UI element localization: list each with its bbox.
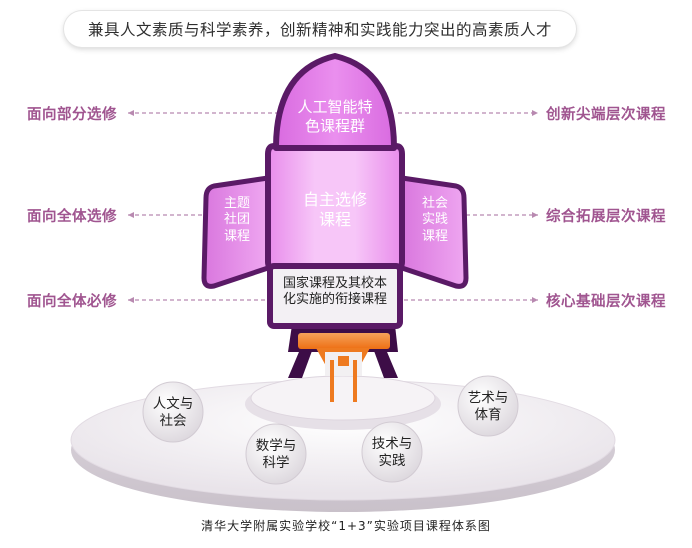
left-wing-text: 主题 社团 课程 — [212, 196, 262, 245]
circle-arts-text: 艺术与 体育 — [458, 390, 518, 424]
circle-technology-line-1: 技术与 — [371, 436, 413, 452]
circle-technology-line-2: 实践 — [378, 452, 406, 469]
base-text: 国家课程及其校本 化实施的衔接课程 — [272, 276, 398, 309]
circle-science-line-1: 数学与 — [255, 438, 297, 454]
nose-text: 人工智能特 色课程群 — [276, 98, 394, 136]
top-banner: 兼具人文素质与科学素养，创新精神和实践能力突出的高素质人才 — [64, 11, 576, 47]
circle-science-text: 数学与 科学 — [246, 438, 306, 472]
left-wing-line-1: 主题 — [223, 196, 250, 211]
right-wing-line-1: 社会 — [421, 196, 448, 211]
right-wing — [399, 175, 469, 289]
body-text: 自主选修 课程 — [270, 190, 400, 230]
nose-line-2: 色课程群 — [304, 116, 365, 135]
right-wing-text: 社会 实践 课程 — [410, 196, 460, 245]
left-label-middle: 面向全体选修 — [27, 209, 117, 225]
base-line-1: 国家课程及其校本 — [282, 276, 387, 291]
right-label-middle: 综合拓展层次课程 — [546, 209, 666, 225]
circle-humanities-line-2: 社会 — [159, 412, 187, 429]
circle-humanities-text: 人文与 社会 — [143, 396, 203, 430]
nose-line-1: 人工智能特 — [297, 98, 373, 116]
right-label-top: 创新尖端层次课程 — [546, 107, 666, 123]
right-wing-line-3: 课程 — [421, 228, 448, 244]
figure-caption: 清华大学附属实验学校“1+3”实验项目课程体系图 — [201, 519, 491, 533]
circle-arts-line-2: 体育 — [474, 406, 502, 423]
circle-arts-line-1: 艺术与 — [467, 390, 509, 406]
left-wing-line-3: 课程 — [223, 228, 250, 244]
right-wing-line-2: 实践 — [421, 212, 448, 228]
left-wing-line-2: 社团 — [223, 212, 250, 228]
circle-humanities-line-1: 人文与 — [152, 396, 194, 412]
dashed-connectors — [128, 110, 538, 303]
left-wing — [201, 175, 271, 289]
rocket-base-panel — [267, 263, 403, 329]
left-label-bottom: 面向全体必修 — [27, 294, 117, 310]
circle-science-line-2: 科学 — [262, 454, 290, 471]
right-label-bottom: 核心基础层次课程 — [546, 294, 666, 310]
body-line-1: 自主选修 — [302, 190, 367, 209]
base-line-2: 化实施的衔接课程 — [282, 292, 387, 308]
body-line-2: 课程 — [318, 210, 351, 229]
rocket-nose — [273, 53, 397, 151]
left-label-top: 面向部分选修 — [27, 107, 117, 123]
circle-nodes — [142, 375, 519, 485]
circle-technology-text: 技术与 实践 — [362, 436, 422, 470]
rocket-engine — [288, 325, 398, 402]
